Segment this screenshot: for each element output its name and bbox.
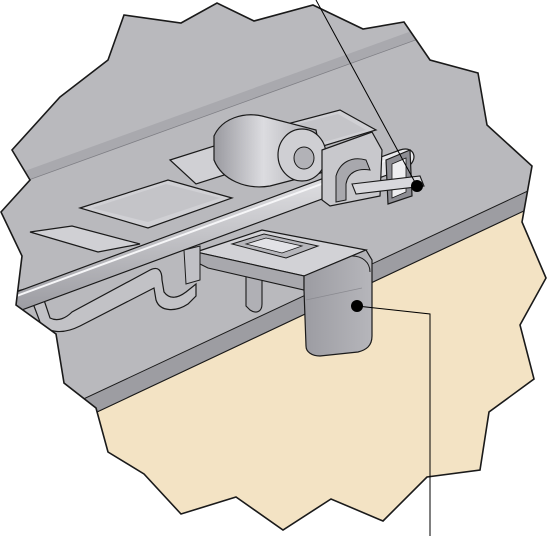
- roller-hub: [293, 146, 315, 170]
- latch-tongue: [351, 175, 425, 195]
- callout-bottom-leader: [351, 300, 431, 536]
- callout-top-dot: [411, 180, 423, 192]
- panel-cutouts: [29, 109, 378, 253]
- cutout-left: [29, 225, 141, 253]
- clip-front-face: [303, 249, 373, 357]
- clip-notch: [183, 245, 201, 285]
- latch-slot: [351, 149, 425, 205]
- bracket-hook: [335, 158, 371, 203]
- cutout-middle-floor: [92, 184, 220, 222]
- callout-bottom-dot: [351, 300, 363, 312]
- roller: [213, 114, 327, 188]
- callout-top-line: [315, 0, 418, 187]
- clip-top-slot-inner: [244, 237, 304, 254]
- front-clip: [193, 229, 373, 357]
- clip-front-bend: [351, 255, 371, 273]
- callout-bottom-line: [356, 305, 431, 536]
- clip-front-inner-line: [305, 287, 363, 301]
- panel-upper-face: [1, 3, 546, 190]
- callout-top-leader: [315, 0, 423, 192]
